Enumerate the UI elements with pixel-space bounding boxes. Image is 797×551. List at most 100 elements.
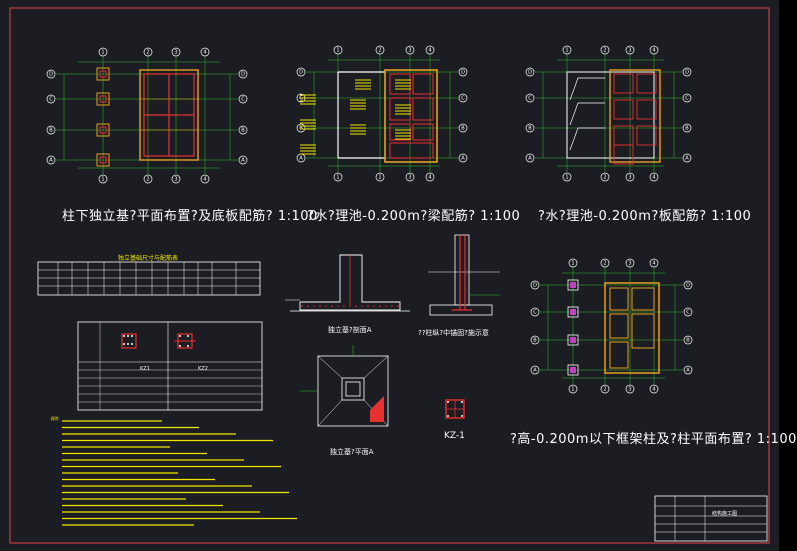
plan-a-slope <box>317 399 343 427</box>
plan3-axis-label: D <box>528 70 532 76</box>
plan-a-slope <box>363 355 389 379</box>
plan2-axis-bubble <box>333 45 343 55</box>
plan2-axis-bubble <box>458 123 468 133</box>
kz1-rebar <box>127 335 129 337</box>
kz2-rebar <box>187 345 189 347</box>
plan3-axis-bubble <box>625 172 635 182</box>
pool-cell <box>389 142 434 159</box>
plan4-column <box>567 334 579 346</box>
plan4-axis-label: 3 <box>628 261 631 267</box>
section-a-rebar <box>355 305 357 307</box>
title-plan4: ?高-0.200m以下框架柱及?柱平面布置? 1:100 <box>510 432 797 447</box>
pool-cell <box>389 97 411 121</box>
kz2-rebar <box>179 345 181 347</box>
kz1-rebar <box>127 343 129 345</box>
plan1-axis-label: C <box>241 97 245 103</box>
section-a-rebar <box>325 305 327 307</box>
drawing-canvas: 11223344DDCCBBAA11223344DDCCBBAA11223344… <box>9 7 770 544</box>
plan4-axis-bubble <box>683 307 693 317</box>
plan4-axis-bubble <box>683 335 693 345</box>
plan1-axis-bubble <box>171 47 181 57</box>
slab-panel <box>613 73 634 94</box>
plan3-axis-bubble <box>600 45 610 55</box>
pool-cell <box>412 73 434 95</box>
plan2-axis-label: 1 <box>336 48 339 54</box>
plan4-column <box>567 364 579 376</box>
section-a-rebar <box>361 305 363 307</box>
plan2-axis-label: D <box>299 70 303 76</box>
plan1-axis-bubble <box>98 174 108 184</box>
footing-pad <box>96 123 110 137</box>
pool-cell <box>389 123 411 141</box>
plan4-axis-bubble <box>568 258 578 268</box>
plan3-axis-label: 1 <box>565 48 568 54</box>
section-a-rebar <box>367 305 369 307</box>
plan2-axis-label: D <box>461 70 465 76</box>
kz1-rebar <box>131 343 133 345</box>
plan2-axis-bubble <box>333 172 343 182</box>
plan1-axis-label: 1 <box>101 177 104 183</box>
plan3-axis-bubble <box>525 153 535 163</box>
plan2-axis-bubble <box>458 67 468 77</box>
plan3-axis-bubble <box>682 123 692 133</box>
plan2-axis-bubble <box>425 45 435 55</box>
plan4-axis-label: D <box>533 283 537 289</box>
plan2-axis-bubble <box>405 45 415 55</box>
pool-wall <box>384 69 438 163</box>
plan1-axis-label: B <box>49 128 53 134</box>
plan2-axis-label: 4 <box>428 48 431 54</box>
title-kz1: KZ-1 <box>444 431 465 441</box>
plan2-axis-label: 4 <box>428 175 431 181</box>
plan4-axis-label: 1 <box>571 387 574 393</box>
plan3-axis-bubble <box>649 172 659 182</box>
kz2-rebar <box>179 335 181 337</box>
kz1-rebar <box>123 335 125 337</box>
plan4-axis-bubble <box>649 384 659 394</box>
plan1-axis-label: 2 <box>146 177 149 183</box>
notes-label: 说明: <box>50 415 59 421</box>
plan4-cell <box>609 313 629 339</box>
plan1-axis-label: D <box>241 72 245 78</box>
plan1-axis-bubble <box>46 155 56 165</box>
section-a-rebar <box>373 305 375 307</box>
plan1-axis-bubble <box>98 47 108 57</box>
plan1-axis-label: 4 <box>203 50 206 56</box>
plan1-axis-bubble <box>200 47 210 57</box>
column-table-header-1: KZ1 <box>140 366 150 372</box>
footing-pad <box>96 153 110 167</box>
plan2-axis-label: 3 <box>408 48 411 54</box>
plan3-axis-label: 3 <box>628 175 631 181</box>
plan3-axis-bubble <box>682 153 692 163</box>
plan3-axis-bubble <box>649 45 659 55</box>
kz1-rebar <box>123 343 125 345</box>
plan4-axis-bubble <box>530 335 540 345</box>
plan4-column <box>567 279 579 291</box>
plan1-axis-label: A <box>49 158 53 164</box>
plan-a-slope <box>317 355 343 379</box>
plan3-axis-bubble <box>525 93 535 103</box>
plan3-axis-label: 2 <box>603 48 606 54</box>
plan3-axis-label: D <box>685 70 689 76</box>
title-section1: 独立基?剖面A <box>328 326 372 334</box>
plan4-column <box>567 306 579 318</box>
plan1-axis-bubble <box>200 174 210 184</box>
kz1-detail-rebar <box>461 415 463 417</box>
plan-a-column-box <box>341 377 365 401</box>
column-table-header-2: KZ2 <box>198 366 208 372</box>
plan2-axis-label: 3 <box>408 175 411 181</box>
plan2-axis-bubble <box>405 172 415 182</box>
title-plan3: ?水?理池-0.200m?板配筋? 1:100 <box>538 209 752 224</box>
plan3-axis-bubble <box>562 45 572 55</box>
plan3-axis-label: 4 <box>652 48 655 54</box>
plan1-axis-label: D <box>49 72 53 78</box>
plan3-axis-label: 4 <box>652 175 655 181</box>
plan2-axis-bubble <box>458 153 468 163</box>
plan4-column-fill <box>570 367 576 373</box>
section-a-rebar <box>397 305 399 307</box>
slab-panel <box>636 73 657 94</box>
plan4-axis-bubble <box>683 365 693 375</box>
section-a-rebar <box>343 305 345 307</box>
plan1-axis-label: A <box>241 158 245 164</box>
plan2-axis-label: A <box>461 156 465 162</box>
plan4-axis-label: C <box>533 310 537 316</box>
